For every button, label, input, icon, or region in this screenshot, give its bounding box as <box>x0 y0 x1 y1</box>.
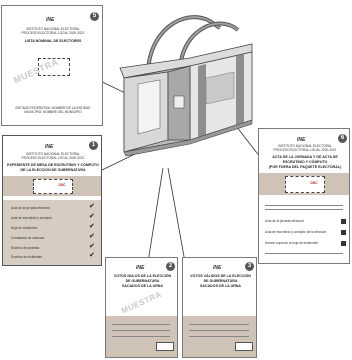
check-icon: ✔ <box>89 203 95 210</box>
card-votos-nulos: 2 INE VOTOS NULOS DE LA ELECCIÓN DE GUBE… <box>105 257 178 358</box>
acta-item: Acta de la jornada electoral <box>265 219 304 223</box>
text-line <box>112 324 170 325</box>
ine-logo: INE <box>136 265 145 271</box>
card-number-badge: 3 <box>245 262 254 271</box>
connector-3 <box>167 167 186 263</box>
text-line <box>265 205 343 206</box>
item-square <box>341 219 346 224</box>
text-line <box>189 330 249 331</box>
card-header-line: PROCESO ELECTORAL LOCAL 2020-2021 <box>21 31 85 35</box>
text-line <box>112 330 170 331</box>
card-header-line: PROCESO ELECTORAL LOCAL 2020-2021 <box>273 148 337 152</box>
text-line <box>265 253 343 254</box>
card-header-line: INSTITUTO NACIONAL ELECTORAL <box>26 152 80 156</box>
check-icon: ✔ <box>89 243 95 250</box>
check-icon: ✔ <box>89 213 95 220</box>
text-line <box>265 209 343 210</box>
total-box <box>156 342 174 351</box>
card-number-badge: 6 <box>338 134 347 143</box>
card-header-line: INSTITUTO NACIONAL ELECTORAL <box>26 27 80 31</box>
card-title-line: (POR FUERA DEL PAQUETE ELECTORAL) <box>268 165 342 169</box>
checklist-item: Constancia de clausura <box>11 236 45 240</box>
acta-item: Anexar copia de la hoja de incidentes <box>265 241 318 245</box>
card-number-badge: 2 <box>166 262 175 271</box>
item-square <box>341 230 346 235</box>
text-line <box>189 336 249 337</box>
label-box <box>38 58 70 76</box>
card-title-line: ACTA DE LA JORNADA Y DE ACTA DE <box>272 155 338 159</box>
checklist-item: Escritos de incidentes <box>11 255 43 259</box>
card-title-line: EXPEDIENTE DE MESA DE ESCRUTINIO Y CÓMPU… <box>7 163 99 167</box>
card-title-line: DE LA ELECCIÓN DE GUBERNATURA <box>20 168 86 172</box>
card-title-line: DE GUBERNATURA <box>203 279 238 283</box>
card-title-line: VOTOS NULOS DE LA ELECCIÓN <box>113 274 172 278</box>
item-square <box>341 241 346 246</box>
card-title-line: SACADOS DE LA URNA <box>122 284 163 288</box>
ine-logo: INE <box>45 144 54 150</box>
card-title-line: ESCRUTINIO Y CÓMPUTO <box>282 160 328 164</box>
connector-2 <box>147 167 164 263</box>
card-number-badge: 1 <box>89 141 98 150</box>
ine-logo: INE <box>46 17 55 23</box>
check-icon: ✔ <box>89 252 95 259</box>
check-icon: ✔ <box>89 233 95 240</box>
checklist-item: Hoja de incidentes <box>11 226 38 230</box>
acta-item: Acta de escrutinio y cómputo de la elecc… <box>265 230 327 234</box>
checklist-band <box>3 200 101 265</box>
mark-code: DDC <box>58 183 66 187</box>
card-title: LISTA NOMINAL DE ELECTORES <box>24 39 82 43</box>
text-line <box>112 336 170 337</box>
ine-logo: INE <box>213 265 222 271</box>
watermark: MUESTRA <box>120 289 164 316</box>
checklist-item: Escritos de protesta <box>11 246 40 250</box>
total-box <box>235 342 253 351</box>
mark-code: DDC <box>310 181 318 185</box>
card-title-line: SACADOS DE LA URNA <box>200 284 241 288</box>
label-box <box>285 176 325 193</box>
checklist-item: Acta de la jornada electoral <box>11 206 50 210</box>
label-box <box>33 179 73 194</box>
card-title-line: DE GUBERNATURA <box>125 279 160 283</box>
card-lista-nominal: 5 INE INSTITUTO NACIONAL ELECTORAL PROCE… <box>1 5 103 126</box>
card-acta-por-fuera: 6 INE INSTITUTO NACIONAL ELECTORAL PROCE… <box>258 128 350 264</box>
text-line <box>189 324 249 325</box>
card-number-badge: 5 <box>90 12 99 21</box>
card-header-line: PROCESO ELECTORAL LOCAL 2020-2021 <box>21 156 85 160</box>
card-votos-validos: 3 INE VOTOS VÁLIDOS DE LA ELECCIÓN DE GU… <box>182 257 257 358</box>
card-title-line: VOTOS VÁLIDOS DE LA ELECCIÓN <box>190 274 251 278</box>
card-footer-line: ENTIDAD FEDERATIVA: NOMBRE DE LA ENTIDAD <box>15 106 91 110</box>
ine-logo: INE <box>297 137 306 143</box>
card-expediente-de-mesa: 1 INE INSTITUTO NACIONAL ELECTORAL PROCE… <box>2 135 102 266</box>
card-footer-line: MUNICIPIO: NOMBRE DEL MUNICIPIO <box>24 110 82 114</box>
card-header-line: INSTITUTO NACIONAL ELECTORAL <box>278 144 332 148</box>
check-icon: ✔ <box>89 223 95 230</box>
checklist-item: Acta de escrutinio y cómputo <box>11 216 52 220</box>
